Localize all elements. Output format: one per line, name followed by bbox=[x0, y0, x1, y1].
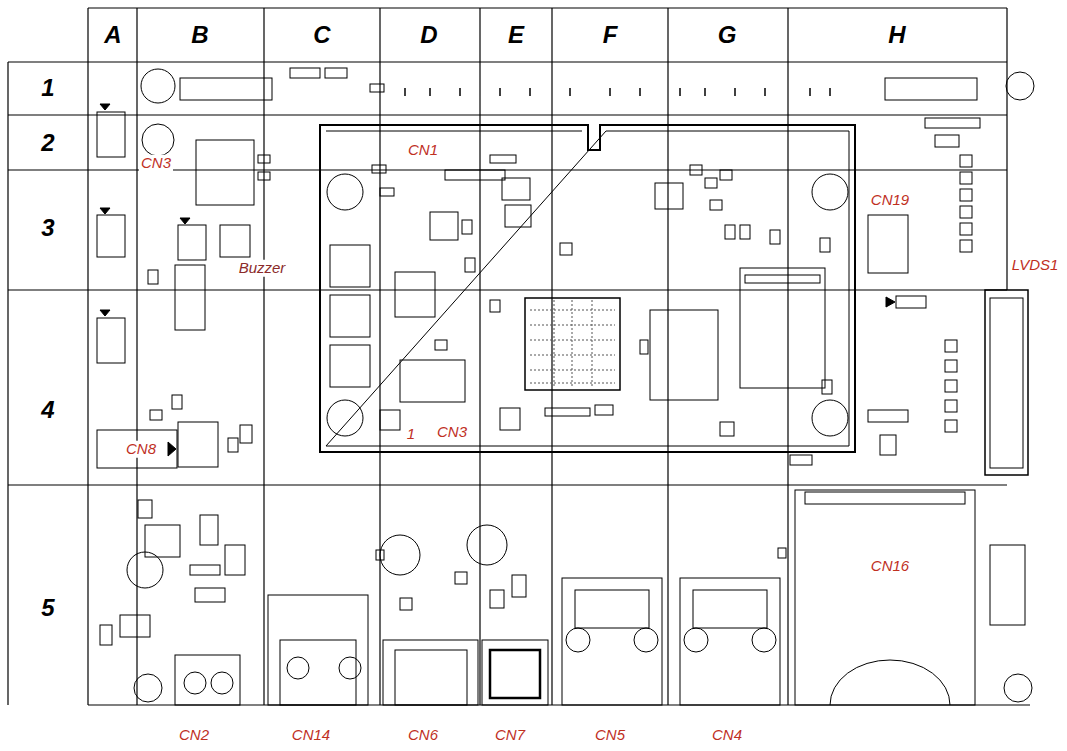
grid-label: 5 bbox=[41, 595, 54, 621]
part-label: CN1 bbox=[406, 142, 440, 159]
pin-headers bbox=[97, 104, 206, 363]
grid bbox=[8, 8, 1030, 705]
grid-label: C bbox=[313, 22, 330, 48]
cpu-module bbox=[320, 125, 855, 452]
grid-label: A bbox=[104, 22, 121, 48]
grid-label: E bbox=[508, 22, 524, 48]
part-label: Buzzer bbox=[237, 260, 288, 277]
part-label: CN3 bbox=[139, 155, 173, 172]
grid-label: 3 bbox=[41, 215, 54, 241]
part-label: CN6 bbox=[406, 727, 440, 744]
bottom-connectors bbox=[100, 490, 1032, 705]
grid-label: G bbox=[718, 22, 737, 48]
grid-label: H bbox=[888, 22, 905, 48]
part-label: CN5 bbox=[593, 727, 627, 744]
grid-label: B bbox=[191, 22, 208, 48]
grid-label: 4 bbox=[41, 397, 54, 423]
part-label: CN8 bbox=[124, 441, 158, 458]
part-label: CN7 bbox=[493, 727, 527, 744]
grid-label: 2 bbox=[41, 130, 54, 156]
part-label: CN19 bbox=[869, 192, 911, 209]
part-label: CN4 bbox=[710, 727, 744, 744]
part-label: CN16 bbox=[869, 558, 911, 575]
part-label: CN14 bbox=[290, 727, 332, 744]
grid-label: 1 bbox=[41, 75, 54, 101]
grid-label: D bbox=[420, 22, 437, 48]
part-label: LVDS1 bbox=[1010, 257, 1061, 274]
grid-label: F bbox=[603, 22, 618, 48]
b-parts bbox=[97, 124, 270, 468]
part-label: 1 bbox=[405, 426, 417, 443]
part-label: CN2 bbox=[177, 727, 211, 744]
right-parts bbox=[790, 135, 1028, 475]
part-label: CN3 bbox=[435, 424, 469, 441]
top-parts bbox=[141, 68, 1034, 128]
